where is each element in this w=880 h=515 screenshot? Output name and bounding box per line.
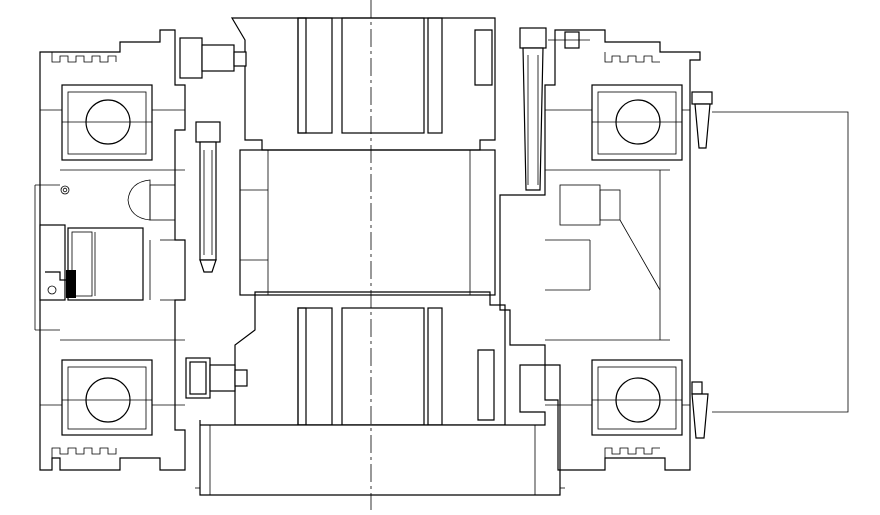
rotor-lower — [234, 291, 506, 426]
seal-left — [39, 224, 144, 301]
pin-bottom-right — [691, 381, 709, 439]
coil-lower — [297, 307, 443, 426]
bolt-lower-left — [185, 357, 248, 399]
bolt-upper-left — [179, 37, 247, 273]
small-circle — [60, 185, 70, 195]
bolt-upper-right — [519, 27, 590, 191]
bearing-top-right — [591, 84, 683, 161]
lead-wire-right — [712, 111, 849, 413]
bearing-top-left — [61, 84, 153, 161]
bearing-bottom-left — [61, 359, 153, 436]
coil-upper — [297, 17, 443, 134]
base-ring — [195, 364, 565, 496]
pin-top-right — [691, 91, 713, 149]
bearing-bottom-right — [591, 359, 683, 436]
bore — [239, 149, 496, 296]
rotor-upper — [230, 17, 496, 151]
